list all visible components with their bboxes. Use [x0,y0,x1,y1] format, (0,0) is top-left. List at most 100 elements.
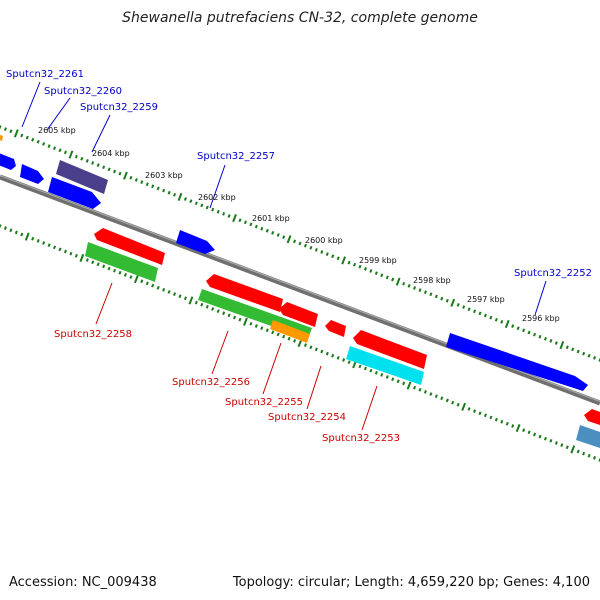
minor-tick [265,328,269,333]
minor-tick [423,290,427,295]
major-tick [79,253,85,262]
gene-feature[interactable] [270,320,310,343]
tick-label: 2596 kbp [522,314,560,323]
gene-feature[interactable] [176,230,215,254]
gene-label[interactable]: Sputcn32_2258 [54,329,132,340]
minor-tick [0,125,2,129]
minor-tick [522,428,526,433]
minor-tick [0,224,2,228]
gene-feature[interactable] [48,177,101,209]
minor-tick [325,252,329,256]
minor-tick [156,186,160,191]
minor-tick [396,379,400,384]
minor-tick [478,411,482,416]
gene-feature[interactable] [325,320,346,337]
minor-tick [205,304,209,309]
gene-feature[interactable] [353,330,427,369]
minor-tick [254,324,258,328]
minor-tick [9,228,13,233]
minor-tick [293,239,297,244]
minor-tick [96,262,100,267]
minor-tick [140,180,144,184]
gene-label[interactable]: Sputcn32_2255 [225,397,303,408]
minor-tick [31,236,35,241]
minor-tick [3,226,7,230]
inner-tick-ring [0,224,600,462]
minor-tick [271,330,275,335]
minor-tick [151,283,155,288]
major-tick [515,424,521,433]
gene-feature[interactable] [0,132,3,141]
gene-label[interactable]: Sputcn32_2261 [6,69,84,80]
minor-tick [380,373,384,377]
minor-tick [173,192,177,197]
callout-line [95,282,113,325]
gene-feature[interactable] [584,409,600,425]
gene-feature[interactable] [206,274,283,312]
minor-tick [102,264,106,269]
gene-feature[interactable] [56,160,108,194]
minor-tick [549,339,553,343]
minor-tick [254,224,258,229]
minor-tick [429,392,433,396]
minor-tick [118,270,122,275]
minor-tick [527,430,531,435]
minor-tick [440,396,444,401]
gene-feature[interactable] [0,152,16,170]
callout-line [21,81,41,128]
major-tick [341,256,347,265]
gene-label[interactable]: Sputcn32_2259 [80,102,158,113]
tick-label: 2600 kbp [305,236,343,245]
gene-label[interactable]: Sputcn32_2254 [268,412,346,423]
minor-tick [445,398,449,403]
minor-tick [407,284,411,288]
minor-tick [287,336,291,341]
minor-tick [505,421,509,426]
minor-tick [91,161,95,165]
gene-label[interactable]: Sputcn32_2260 [44,86,122,97]
minor-tick [467,307,471,312]
callout-line [361,385,378,431]
minor-tick [511,324,515,328]
minor-tick [233,315,237,320]
major-tick [24,232,30,241]
minor-tick [418,387,422,392]
minor-tick [189,199,193,203]
minor-tick [483,413,487,418]
minor-tick [123,273,127,277]
gene-label[interactable]: Sputcn32_2252 [514,268,592,279]
minor-tick [385,375,389,379]
gene-label[interactable]: Sputcn32_2253 [322,433,400,444]
minor-tick [320,250,324,254]
major-tick [177,192,183,201]
gene-feature[interactable] [279,302,318,327]
minor-tick [36,139,40,144]
gene-feature[interactable] [94,228,165,265]
minor-tick [331,254,335,259]
minor-tick [451,400,455,405]
callout-line [91,114,111,153]
major-tick [123,171,128,180]
gene-feature[interactable] [576,425,600,448]
minor-tick [53,245,57,250]
gene-label[interactable]: Sputcn32_2257 [197,151,275,162]
gene-label[interactable]: Sputcn32_2256 [172,377,250,388]
minor-tick [107,167,111,172]
minor-tick [249,322,253,326]
map-title: Shewanella putrefaciens CN-32, complete … [122,10,478,26]
minor-tick [385,275,389,280]
gene-feature[interactable] [446,333,588,391]
gene-feature[interactable] [20,164,44,184]
minor-tick [69,251,73,256]
minor-tick [183,197,187,201]
minor-tick [369,269,373,273]
minor-tick [129,275,133,279]
gene-feature[interactable] [346,346,424,385]
minor-tick [96,163,100,167]
minor-tick [216,209,220,214]
gene-feature[interactable] [85,242,158,282]
minor-tick [587,453,591,458]
major-tick [232,214,237,223]
minor-tick [145,182,149,187]
minor-tick [140,279,144,284]
